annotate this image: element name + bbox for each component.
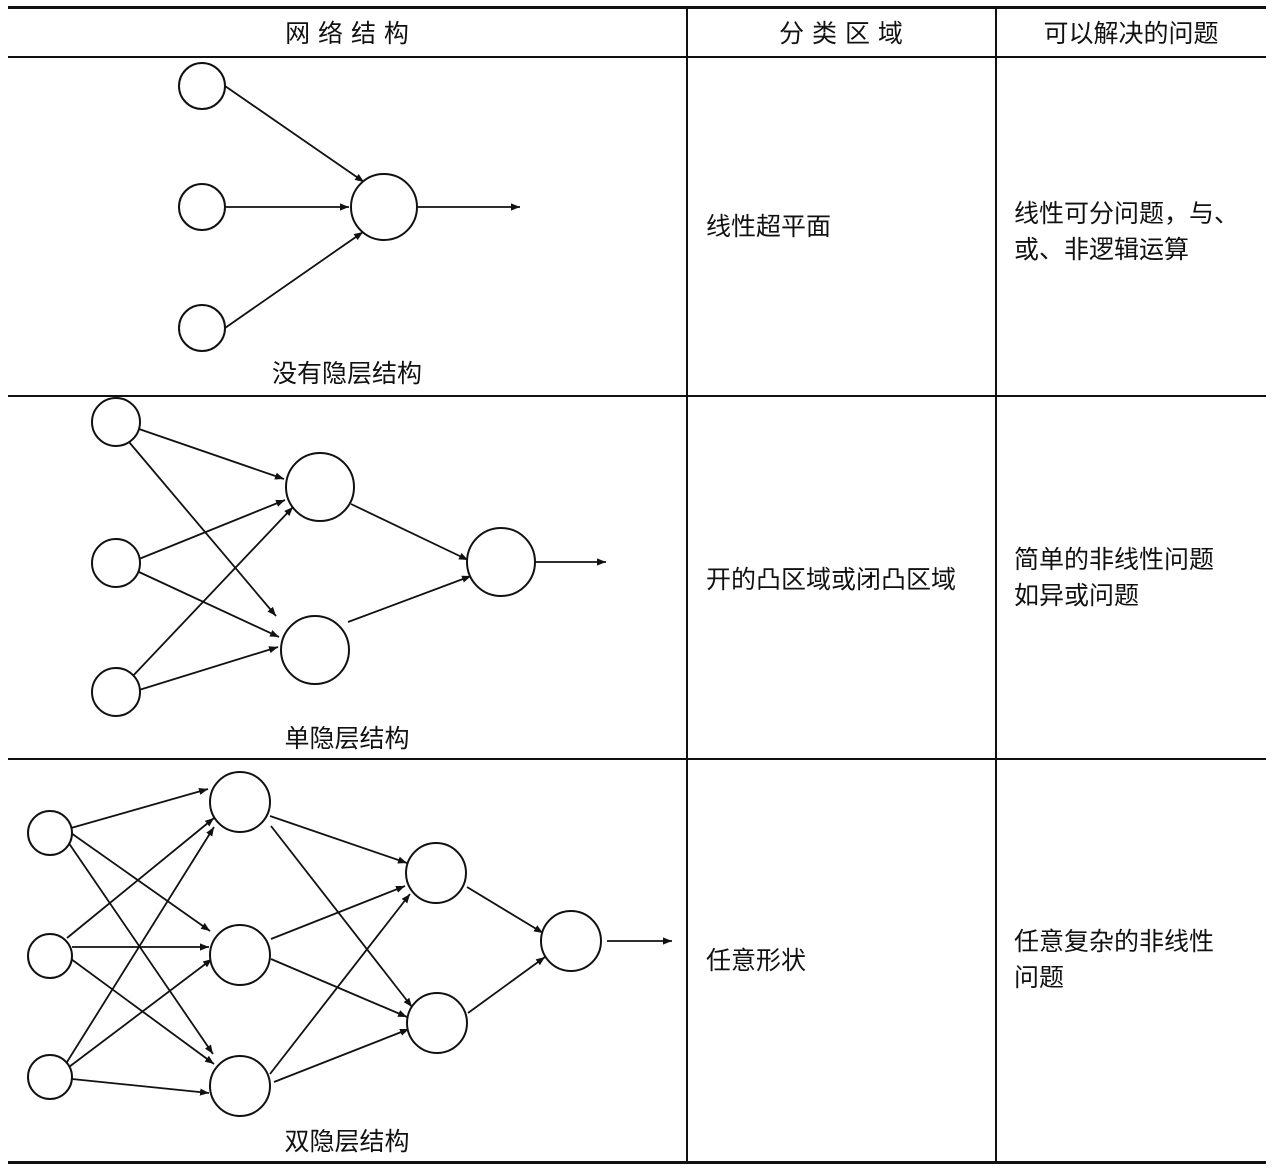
problem-line: 问题	[1014, 963, 1065, 992]
input-node	[27, 810, 73, 856]
solvable-problem-cell: 简单的非线性问题 如异或问题	[1014, 542, 1214, 614]
hidden-node	[209, 924, 271, 986]
single-hidden-layer-diagram	[91, 397, 606, 717]
problem-line: 或、非逻辑运算	[1014, 235, 1190, 264]
input-node	[178, 183, 226, 231]
no-hidden-layer-diagram	[178, 62, 520, 352]
output-node	[466, 527, 536, 597]
output-node	[350, 173, 418, 241]
solvable-problem-cell: 线性可分问题，与、 或、非逻辑运算	[1014, 196, 1239, 268]
diagram-caption: 单隐层结构	[284, 724, 410, 753]
hidden-node	[285, 452, 355, 522]
input-node	[91, 397, 141, 447]
diagram-caption: 双隐层结构	[284, 1127, 410, 1156]
input-node	[91, 667, 141, 717]
input-node	[27, 933, 73, 979]
row-1-bottom-rule	[8, 395, 1266, 397]
solvable-problem-cell: 任意复杂的非线性 问题	[1014, 924, 1214, 996]
input-node	[178, 304, 226, 352]
hidden-node	[406, 992, 468, 1054]
hidden-node	[209, 1055, 271, 1117]
classification-region-cell: 任意形状	[706, 946, 807, 975]
diagram-caption: 没有隐层结构	[271, 359, 422, 388]
hidden-node	[209, 771, 271, 833]
column-divider-1	[686, 6, 688, 1164]
hidden-node	[280, 615, 350, 685]
column-divider-2	[995, 6, 997, 1164]
input-node	[91, 538, 141, 588]
header-bottom-rule	[8, 56, 1266, 58]
header-classification-region: 分 类 区 域	[779, 19, 903, 48]
input-node	[178, 62, 226, 110]
header-network-structure: 网 络 结 构	[285, 19, 409, 48]
table-top-rule	[8, 6, 1266, 9]
row-2-bottom-rule	[8, 758, 1266, 760]
table-bottom-rule	[8, 1161, 1266, 1164]
problem-line: 简单的非线性问题	[1014, 545, 1215, 574]
problem-line: 线性可分问题，与、	[1014, 199, 1240, 228]
hidden-node	[405, 842, 467, 904]
input-node	[27, 1054, 73, 1100]
output-node	[540, 910, 602, 972]
neural-network-table: 网 络 结 构 分 类 区 域 可以解决的问题 没有隐层结构 线性超平面 线性可…	[8, 6, 1266, 1164]
header-solvable-problems: 可以解决的问题	[1043, 19, 1219, 48]
problem-line: 任意复杂的非线性	[1014, 927, 1215, 956]
problem-line: 如异或问题	[1014, 581, 1140, 610]
classification-region-cell: 开的凸区域或闭凸区域	[706, 565, 957, 594]
classification-region-cell: 线性超平面	[706, 212, 832, 241]
double-hidden-layer-diagram	[27, 771, 672, 1117]
